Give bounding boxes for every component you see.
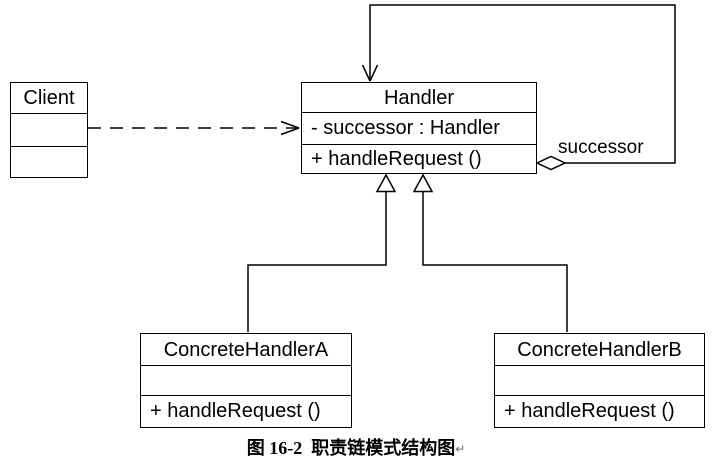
- figure-caption: 图 16-2 职责链模式结构图↵: [0, 434, 712, 460]
- generalization-b-to-handler: [412, 173, 568, 332]
- concrete-a-attributes-compartment: [141, 365, 351, 394]
- dependency-arrow-client-to-handler: [88, 120, 300, 136]
- class-name-client: Client: [23, 87, 75, 110]
- aggregation-diamond-icon: [535, 155, 567, 171]
- handler-attribute-successor: - successor : Handler: [302, 112, 536, 143]
- inheritance-triangle-icon: [412, 173, 434, 193]
- successor-role-label: successor: [558, 137, 644, 158]
- self-aggregation-successor-loop: [361, 4, 676, 171]
- concrete-b-method-handle-request: + handleRequest (): [495, 394, 704, 427]
- generalization-b-line: [422, 191, 568, 332]
- handler-method-handle-request: + handleRequest (): [302, 143, 536, 173]
- generalization-a-line: [247, 191, 387, 332]
- class-box-client: Client: [10, 82, 88, 178]
- concrete-b-attributes-compartment: [495, 365, 704, 394]
- open-arrowhead-down-icon: [361, 64, 379, 82]
- class-box-concrete-handler-b: ConcreteHandlerB + handleRequest (): [494, 333, 705, 428]
- paragraph-mark-icon: ↵: [455, 442, 466, 456]
- client-attributes-compartment: [11, 113, 87, 145]
- inheritance-triangle-icon: [375, 173, 397, 193]
- class-name-concrete-handler-a: ConcreteHandlerA: [163, 338, 329, 361]
- class-name-handler: Handler: [383, 86, 455, 109]
- generalization-a-to-handler: [247, 173, 397, 332]
- concrete-a-method-handle-request: + handleRequest (): [141, 394, 351, 427]
- open-arrowhead-right-icon: [280, 120, 300, 136]
- class-name-concrete-handler-b: ConcreteHandlerB: [517, 338, 682, 361]
- client-methods-compartment: [11, 145, 87, 177]
- successor-loop-line: [369, 4, 676, 164]
- class-box-concrete-handler-a: ConcreteHandlerA + handleRequest (): [140, 333, 352, 428]
- class-box-handler: Handler - successor : Handler + handleRe…: [301, 82, 537, 174]
- figure-caption-text: 图 16-2 职责链模式结构图: [246, 438, 456, 458]
